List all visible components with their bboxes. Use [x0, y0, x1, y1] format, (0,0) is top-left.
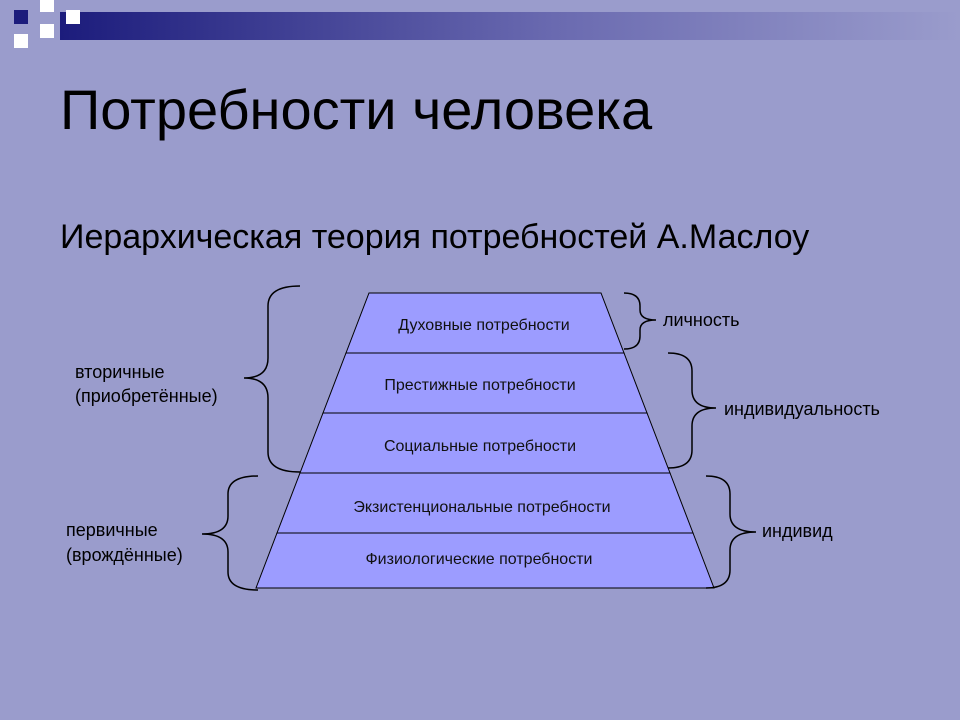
pyramid-level-4-label: Экзистенциональные потребности	[353, 499, 610, 516]
pyramid-level-2-label: Престижные потребности	[384, 377, 575, 394]
pyramid-level-5-label: Физиологические потребности	[366, 551, 593, 568]
individuality-brace	[667, 352, 717, 469]
primary-brace	[201, 475, 259, 591]
deco-square	[40, 24, 54, 38]
secondary-label-line1: вторичные	[75, 362, 165, 382]
header-decoration	[14, 0, 960, 48]
secondary-label-line2: (приобретённые)	[75, 386, 218, 406]
deco-square	[66, 10, 80, 24]
pyramid-level-3-label: Социальные потребности	[384, 438, 576, 455]
deco-square	[40, 0, 54, 12]
individuality-label: индивидуальность	[724, 399, 880, 419]
personality-label: личность	[663, 310, 740, 330]
deco-square	[14, 34, 28, 48]
personality-brace	[623, 292, 657, 350]
individual-label: индивид	[762, 521, 833, 541]
primary-label-line1: первичные	[66, 520, 158, 540]
secondary-brace	[243, 285, 301, 473]
pyramid-level-1-label: Духовные потребности	[398, 317, 569, 334]
slide-title: Потребности человека	[60, 78, 653, 141]
deco-square	[14, 10, 28, 24]
header-gradient-bar	[60, 12, 960, 40]
slide-subtitle: Иерархическая теория потребностей А.Масл…	[60, 218, 810, 256]
primary-label-line2: (врождённые)	[66, 545, 183, 565]
individual-brace	[705, 475, 757, 589]
